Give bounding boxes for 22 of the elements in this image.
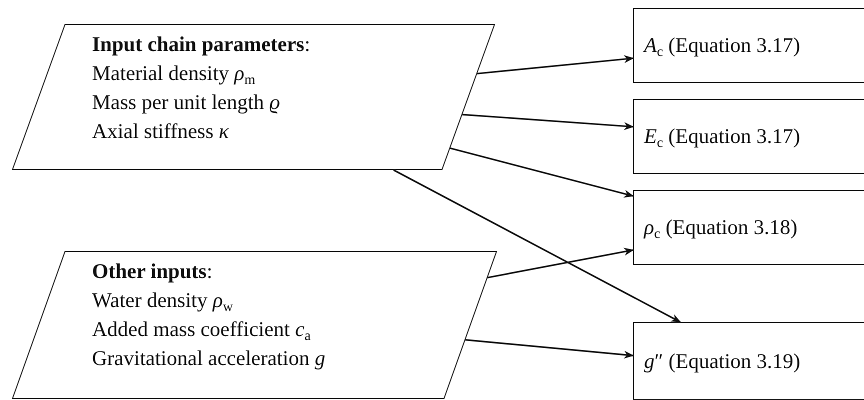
arrow (462, 114, 634, 130)
parameter-text: Gravitational acceleration g (92, 345, 326, 372)
parameter-text: Mass per unit length ϱ (92, 89, 280, 116)
arrow (476, 55, 634, 74)
result-box (633, 322, 864, 400)
result-box (633, 99, 864, 174)
equation-label: g″ (Equation 3.19) (644, 348, 800, 374)
result-box (633, 8, 864, 83)
parameter-text: Axial stiffness κ (92, 118, 229, 145)
arrow (465, 339, 634, 359)
parameter-text: Material density ρ$_{m}$ (92, 60, 256, 88)
group-heading: Input chain parameters: (92, 31, 310, 58)
parameter-text: Added mass coefficient c$_{a}$ (92, 316, 311, 344)
equation-label: E$_{c}$ (Equation 3.17) (644, 123, 800, 151)
result-box (633, 190, 864, 265)
equation-label: A$_{c}$ (Equation 3.17) (644, 32, 800, 60)
arrow (393, 169, 682, 323)
parameter-text: Water density ρ$_{w}$ (92, 287, 233, 315)
equation-label: ρ$_{c}$ (Equation 3.18) (644, 214, 798, 242)
arrow (487, 248, 634, 278)
group-heading: Other inputs: (92, 258, 212, 285)
arrow (450, 147, 634, 198)
